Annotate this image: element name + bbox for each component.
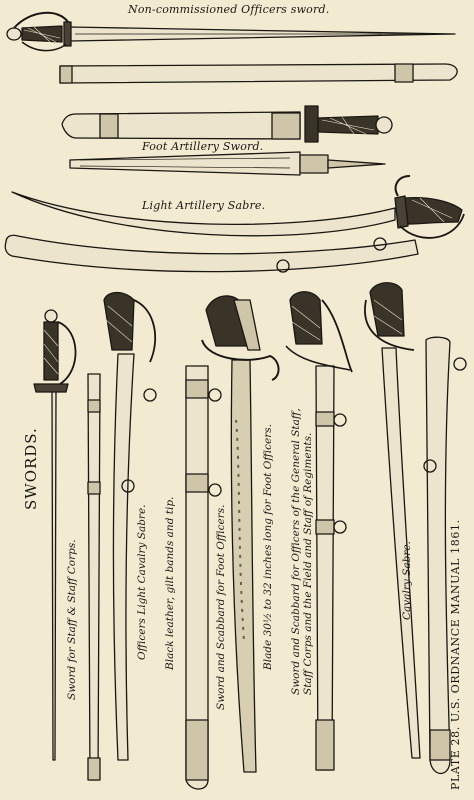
plate-title: SWORDS. [22, 427, 40, 510]
caption-nco-sword: Non-commissioned Officers sword. [128, 3, 330, 16]
officers-cavalry-sabre-drawing [103, 291, 157, 761]
light-artillery-scabbard-drawing [4, 234, 419, 273]
caption-general-staff: Sword and Scabbard for Officers of the G… [290, 408, 314, 695]
black-leather-scabbard-drawing [185, 365, 222, 790]
caption-staff-corps: Sword for Staff & Staff Corps. [66, 539, 78, 700]
caption-foot-artillery: Foot Artillery Sword. [142, 140, 264, 153]
foot-officers-sword-drawing [201, 295, 280, 773]
foot-artillery-sheathed-drawing [61, 105, 393, 143]
general-staff-scabbard-drawing [315, 365, 347, 771]
caption-general-staff-line1: Sword and Scabbard for Officers of the G… [290, 408, 302, 695]
plate-caption: PLATE 28. U.S. ORDNANCE MANUAL 1861. [449, 519, 462, 790]
foot-artillery-blade-drawing [69, 151, 386, 176]
cavalry-scabbard-drawing [423, 336, 467, 775]
caption-black-leather: Black leather, gilt bands and tip. [164, 496, 176, 670]
nco-sword-drawing [6, 11, 456, 52]
general-staff-hilt-drawing [285, 291, 353, 373]
caption-blade-length: Blade 30½ to 32 inches long for Foot Off… [262, 424, 274, 670]
caption-cavalry: Cavalry Sabre. [401, 541, 413, 620]
staff-sword-drawing [33, 309, 77, 761]
caption-officers-light-cavalry: Officers Light Cavalry Sabre. [136, 504, 148, 661]
caption-light-artillery: Light Artillery Sabre. [142, 199, 266, 212]
caption-foot-officers: Sword and Scabbard for Foot Officers. [215, 504, 227, 711]
cavalry-sabre-drawing [364, 282, 421, 759]
nco-scabbard-drawing [59, 63, 458, 84]
staff-scabbard-drawing [87, 373, 101, 781]
light-artillery-sabre-drawing [11, 175, 465, 239]
caption-general-staff-line2: Staff Corps and the Field and Staff of R… [302, 432, 314, 695]
